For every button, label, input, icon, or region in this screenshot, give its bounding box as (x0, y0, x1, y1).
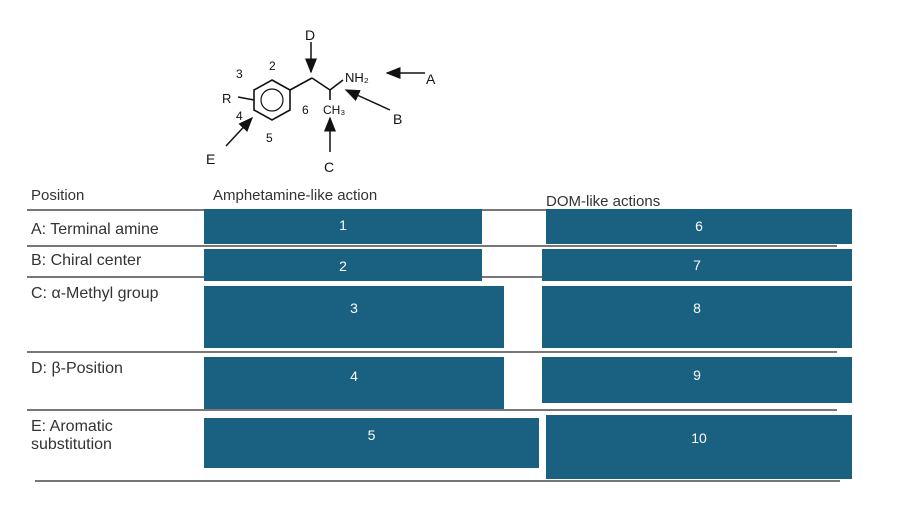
dom-box-8-label: 8 (693, 300, 701, 316)
row-label-alpha-methyl: C: α-Methyl group (31, 285, 159, 302)
dom-box-9: 9 (542, 357, 852, 403)
side-chain-bond-1 (289, 77, 313, 91)
side-chain-bond-3 (329, 79, 344, 91)
ring-number-3: 3 (236, 67, 243, 81)
arrow-b-label: B (393, 111, 402, 127)
table-rule (27, 245, 837, 247)
amphetamine-box-2-label: 2 (339, 258, 347, 274)
ring-number-5: 5 (266, 131, 273, 145)
amphetamine-box-1: 1 (204, 209, 482, 244)
benzene-ring (253, 79, 291, 121)
arrow-b (344, 89, 391, 111)
table-rule (35, 480, 840, 482)
ring-number-2: 2 (269, 59, 276, 73)
row-label-beta-position: D: β-Position (31, 360, 123, 377)
header-position: Position (31, 187, 85, 204)
dom-box-6: 6 (546, 209, 852, 244)
arrow-a-label: A (426, 71, 436, 87)
dom-box-6-label: 6 (695, 218, 703, 234)
dom-box-7-label: 7 (693, 257, 701, 273)
amphetamine-box-5: 5 (204, 418, 539, 468)
dom-box-10-label: 10 (691, 430, 707, 446)
dom-box-9-label: 9 (693, 367, 701, 383)
table-rule (27, 351, 837, 353)
row-label-aromatic-substitution: E: Aromatic substitution (31, 418, 113, 453)
amphetamine-box-3: 3 (204, 286, 504, 348)
arrow-e (225, 116, 254, 147)
dom-box-7: 7 (542, 249, 852, 281)
header-dom-actions: DOM-like actions (546, 193, 661, 210)
amphetamine-box-1-label: 1 (339, 217, 347, 233)
amphetamine-structure-diagram: R NH₂ CH₃ 2 3 4 5 6 A B C D E (206, 27, 436, 175)
substituent-r-label: R (222, 91, 231, 106)
row-label-chiral-center: B: Chiral center (31, 252, 142, 269)
amphetamine-box-2: 2 (204, 249, 482, 281)
arrow-c-label: C (324, 159, 334, 175)
amphetamine-box-3-label: 3 (350, 300, 358, 316)
ring-number-6: 6 (302, 103, 309, 117)
arrow-e-label: E (206, 151, 215, 167)
arrow-d-label: D (305, 27, 315, 43)
amphetamine-box-5-label: 5 (367, 427, 376, 443)
dom-box-8: 8 (542, 286, 852, 348)
side-chain-bond-2 (311, 77, 331, 91)
amphetamine-box-4-label: 4 (350, 368, 358, 384)
dom-box-10: 10 (546, 415, 852, 479)
methyl-label: CH₃ (323, 103, 345, 117)
row-label-terminal-amine: A: Terminal amine (31, 221, 159, 238)
r-bond (237, 96, 255, 101)
table-rule (27, 409, 837, 411)
amphetamine-box-4: 4 (204, 357, 504, 409)
ring-number-4: 4 (236, 109, 243, 123)
amine-label: NH₂ (345, 70, 369, 85)
aromatic-circle (260, 88, 284, 112)
header-amphetamine-action: Amphetamine-like action (213, 187, 378, 204)
